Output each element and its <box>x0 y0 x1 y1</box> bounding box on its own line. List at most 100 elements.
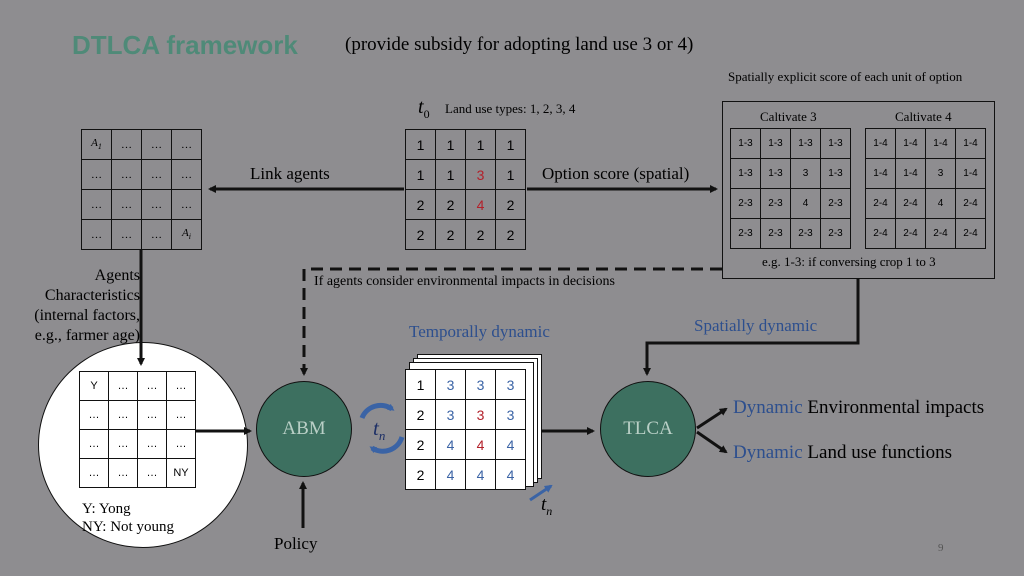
grid-cell: 2-4 <box>865 218 896 249</box>
spatially-dynamic-label: Spatially dynamic <box>694 316 818 335</box>
grid-cell: Ai <box>171 219 202 250</box>
page-subtitle: (provide subsidy for adopting land use 3… <box>345 34 694 55</box>
tlca-node: TLCA <box>600 381 696 477</box>
grid-cell: 3 <box>495 399 526 430</box>
grid-cell: 1-4 <box>955 158 986 189</box>
cultivate3-title: Caltivate 3 <box>760 109 817 124</box>
page-title: DTLCA framework <box>72 30 298 60</box>
grid-cell: … <box>166 400 196 430</box>
grid-cell: 3 <box>465 399 496 430</box>
grid-row: ………… <box>79 400 196 430</box>
grid-cell: … <box>171 159 202 190</box>
age-legend: Y: Yong NY: Not young <box>82 501 174 535</box>
grid-cell: … <box>108 429 138 459</box>
grid-cell: 1 <box>405 369 436 400</box>
cultivate4-title: Caltivate 4 <box>895 109 952 124</box>
conversion-note: e.g. 1-3: if conversing crop 1 to 3 <box>762 254 936 269</box>
grid-cell: 1-4 <box>955 128 986 159</box>
grid-cell: Y <box>79 371 109 401</box>
env-impacts-dashed-arrow <box>300 267 722 376</box>
grid-cell: … <box>81 159 112 190</box>
output-land-use-functions: Dynamic Land use functions <box>733 442 952 463</box>
grid-cell: 2 <box>405 459 436 490</box>
grid-cell: 4 <box>790 188 821 219</box>
grid-cell: 1 <box>405 129 436 160</box>
grid-row: ………… <box>79 429 196 459</box>
grid-cell: 2-3 <box>790 218 821 249</box>
grid-cell: … <box>137 371 167 401</box>
grid-cell: 2-3 <box>760 188 791 219</box>
cycle-icon <box>359 402 405 454</box>
agent-age-grid: Y……………………………………NY <box>79 371 196 488</box>
grid-cell: 1 <box>435 129 466 160</box>
grid-cell: NY <box>166 458 196 488</box>
grid-cell: 3 <box>465 369 496 400</box>
grid-cell: 2 <box>465 219 496 250</box>
grid-cell: … <box>108 400 138 430</box>
grid-row: ………… <box>81 189 202 220</box>
grid-cell: … <box>111 189 142 220</box>
grid-cell: 4 <box>465 459 496 490</box>
grid-cell: 3 <box>435 399 466 430</box>
grid-cell: 1 <box>495 129 526 160</box>
t0-label: t0 <box>418 96 430 121</box>
grid-cell: 1 <box>465 129 496 160</box>
tn-stack-label: tn <box>541 494 553 518</box>
spatially-dynamic-arrow <box>643 278 860 376</box>
grid-cell: 4 <box>495 459 526 490</box>
agents-grid: A1……………………………………Ai <box>81 129 202 250</box>
grid-cell: 2 <box>435 219 466 250</box>
grid-cell: … <box>141 219 172 250</box>
grid-cell: 2 <box>405 189 436 220</box>
grid-cell: 1-3 <box>820 128 851 159</box>
grid-cell: … <box>111 129 142 160</box>
output-environmental-impacts: Dynamic Environmental impacts <box>733 397 985 418</box>
grid-cell: A1 <box>81 129 112 160</box>
grid-cell: 2-3 <box>730 188 761 219</box>
temporally-dynamic-label: Temporally dynamic <box>409 322 550 341</box>
grid-row: A1……… <box>81 129 202 160</box>
grid-cell: 4 <box>435 429 466 460</box>
env-impacts-note: If agents consider environmental impacts… <box>314 274 615 289</box>
link-agents-label: Link agents <box>250 164 330 183</box>
grid-cell: 1-3 <box>730 158 761 189</box>
tlca-to-env-arrow <box>696 407 728 430</box>
grid-cell: … <box>171 129 202 160</box>
grid-cell: 2-4 <box>895 218 926 249</box>
grid-cell: 2-4 <box>955 218 986 249</box>
time-direction-arrow <box>529 484 553 502</box>
grid-row: ………NY <box>79 458 196 488</box>
grid-cell: 2 <box>495 189 526 220</box>
policy-label: Policy <box>274 534 318 553</box>
grid-cell: 2-4 <box>955 188 986 219</box>
grid-cell: … <box>166 371 196 401</box>
grid-cell: … <box>137 458 167 488</box>
grid-cell: 3 <box>495 369 526 400</box>
grid-cell: 4 <box>925 188 956 219</box>
tlca-to-luf-arrow <box>696 430 728 454</box>
grid-cell: … <box>108 458 138 488</box>
grid-cell: 1-4 <box>865 128 896 159</box>
grid-cell: 2-4 <box>865 188 896 219</box>
grid-cell: 1 <box>495 159 526 190</box>
abm-node: ABM <box>256 381 352 477</box>
grid-cell: 2-4 <box>925 218 956 249</box>
option-score-caption: Spatially explicit score of each unit of… <box>728 69 963 84</box>
